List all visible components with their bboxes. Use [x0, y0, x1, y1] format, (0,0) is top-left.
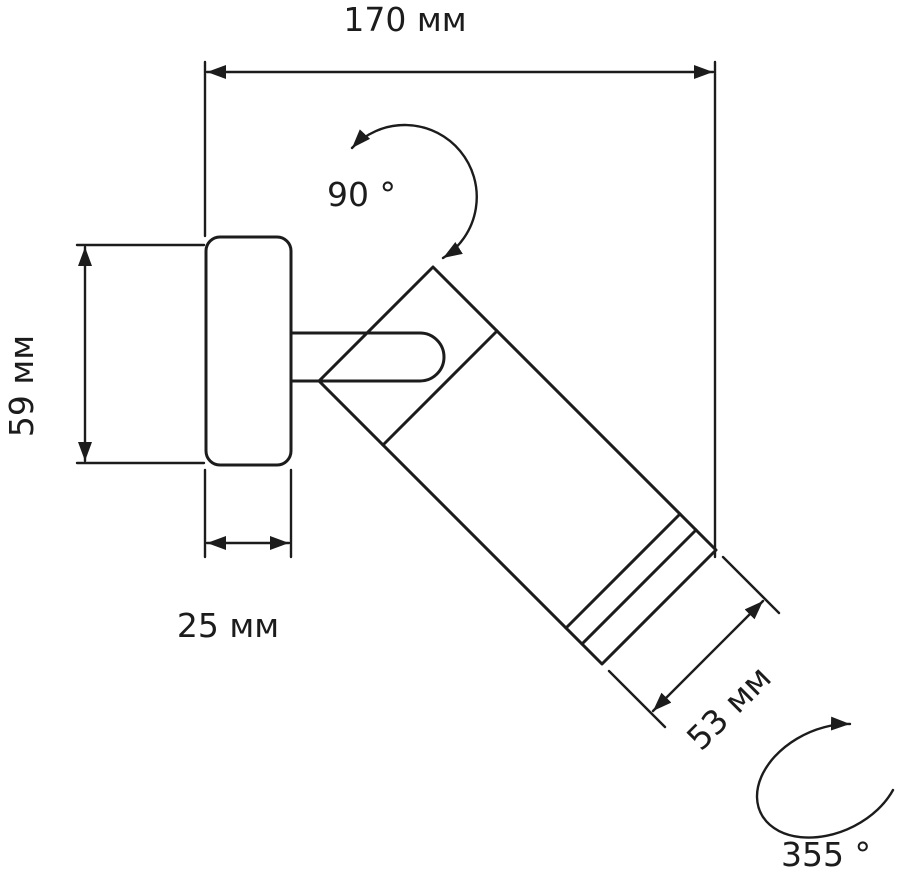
ext-line-53-upper [721, 555, 781, 615]
tube-head-joint-line [381, 329, 499, 447]
pivot-arm [289, 331, 446, 383]
rotation-arc-90 [350, 123, 478, 260]
ext-line-53-lower [607, 669, 667, 729]
label-height-59mm: 59 мм [2, 335, 41, 437]
tube-ring-line-1 [564, 512, 682, 630]
dim-line-53 [651, 599, 765, 713]
lamp-tube [317, 265, 718, 666]
lamp-outline [204, 235, 718, 666]
dimension-lines [75, 60, 895, 839]
rotation-arc-355 [755, 716, 895, 839]
label-width-170mm: 170 мм [343, 0, 466, 39]
tube-ring-line-2 [580, 528, 698, 646]
label-rotation-90deg: 90 ° [327, 175, 396, 214]
label-diameter-53mm: 53 мм [679, 658, 779, 758]
label-plate-width-25mm: 25 мм [177, 606, 279, 645]
label-rotation-355deg: 355 ° [781, 835, 871, 872]
dimension-labels: 170 мм 59 мм 25 мм 53 мм 90 ° 355 ° [2, 0, 871, 872]
wall-plate [204, 235, 293, 467]
